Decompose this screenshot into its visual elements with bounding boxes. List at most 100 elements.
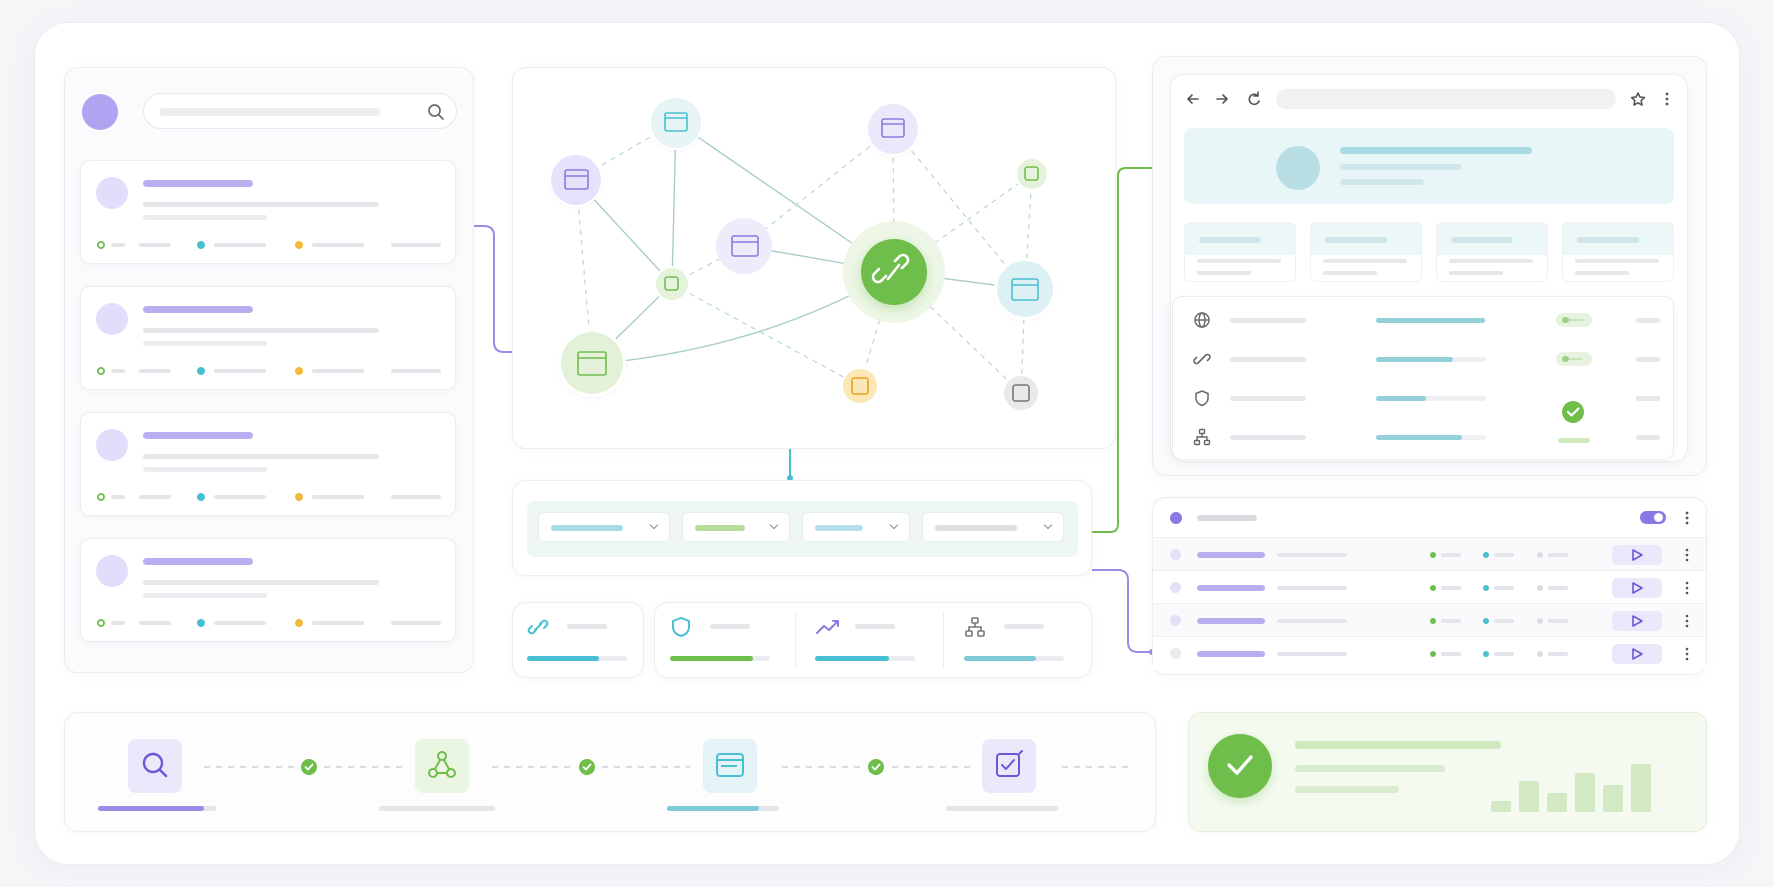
list-item[interactable]: [80, 538, 456, 642]
row-meta: [1548, 619, 1568, 623]
list-item-line: [143, 593, 267, 598]
search-icon[interactable]: [128, 739, 182, 793]
summary-panel: [1188, 712, 1707, 832]
table-row[interactable]: [1153, 570, 1706, 603]
card-title: [1577, 237, 1639, 243]
list-item-line: [143, 202, 379, 207]
success-badge: [1208, 734, 1272, 798]
node-bottom-left[interactable]: [561, 332, 623, 394]
status-dot: [1483, 585, 1489, 591]
more-icon[interactable]: [1685, 548, 1689, 567]
node-right[interactable]: [997, 261, 1053, 317]
metric-tile-link: [512, 602, 644, 678]
pipeline-panel: [64, 712, 1156, 832]
list-item[interactable]: [80, 286, 456, 390]
table-row[interactable]: [1153, 636, 1706, 669]
row-select[interactable]: [1170, 549, 1181, 560]
setting-meta: [1636, 318, 1660, 323]
toggle-switch[interactable]: [1556, 352, 1592, 366]
info-card[interactable]: [1310, 222, 1422, 282]
meta-line: [139, 369, 171, 373]
info-card[interactable]: [1436, 222, 1548, 282]
card-line: [1323, 259, 1407, 263]
row-select[interactable]: [1170, 615, 1181, 626]
node-right-top-small[interactable]: [1017, 159, 1047, 189]
summary-bar: [1491, 800, 1511, 812]
node-top-left[interactable]: [651, 98, 701, 148]
check-circle-icon: [1562, 401, 1584, 423]
play-button[interactable]: [1612, 611, 1662, 631]
row-subtitle: [1277, 652, 1347, 656]
meta-line: [139, 243, 171, 247]
info-card[interactable]: [1184, 222, 1296, 282]
globe-icon: [1193, 311, 1211, 334]
meta-line: [214, 621, 266, 625]
list-item[interactable]: [80, 412, 456, 516]
row-subtitle: [1277, 586, 1347, 590]
node-gray[interactable]: [1004, 376, 1038, 410]
meta-line: [111, 495, 125, 499]
card-line: [1197, 271, 1251, 275]
graph-icon[interactable]: [415, 739, 469, 793]
row-select[interactable]: [1170, 648, 1181, 659]
search-placeholder: [160, 108, 380, 116]
row-meta: [1494, 553, 1514, 557]
setting-progress: [1376, 396, 1426, 401]
info-card[interactable]: [1562, 222, 1674, 282]
play-button[interactable]: [1612, 545, 1662, 565]
shield-icon: [1193, 389, 1211, 412]
list-item[interactable]: [80, 160, 456, 264]
toggle-switch[interactable]: [1556, 313, 1592, 327]
node-top-center[interactable]: [868, 104, 918, 154]
play-button[interactable]: [1612, 644, 1662, 664]
more-icon[interactable]: [1685, 647, 1689, 666]
metric-progress: [527, 656, 599, 661]
node-left[interactable]: [551, 155, 601, 205]
filter-dropdown[interactable]: [682, 512, 790, 542]
more-icon[interactable]: [1685, 614, 1689, 633]
meta-line: [312, 495, 364, 499]
metric-group: [654, 602, 1092, 678]
browser-window-icon[interactable]: [703, 739, 757, 793]
list-item-line: [143, 328, 379, 333]
node-mid-left[interactable]: [716, 218, 772, 274]
row-select[interactable]: [1170, 582, 1181, 593]
more-icon[interactable]: [1685, 511, 1689, 525]
square-icon: [664, 276, 679, 291]
row-meta: [1548, 652, 1568, 656]
more-icon: [1665, 92, 1669, 106]
search-input[interactable]: [143, 93, 457, 129]
status-dot: [1537, 552, 1543, 558]
back-icon: [1187, 94, 1199, 104]
setting-meta: [1636, 435, 1660, 440]
filter-dropdown[interactable]: [538, 512, 670, 542]
row-subtitle: [1277, 553, 1347, 557]
setting-label: [1230, 318, 1306, 323]
more-icon[interactable]: [1685, 581, 1689, 600]
play-button[interactable]: [1612, 578, 1662, 598]
meta-line: [214, 243, 266, 247]
status-dot: [1483, 618, 1489, 624]
search-icon[interactable]: [427, 103, 445, 121]
filter-value: [551, 525, 623, 531]
checklist-icon[interactable]: [982, 739, 1036, 793]
toggle-switch[interactable]: [1640, 511, 1666, 524]
shield-icon: [670, 616, 692, 643]
filter-value: [935, 525, 1017, 531]
node-amber[interactable]: [843, 369, 877, 403]
table-row[interactable]: [1153, 603, 1706, 636]
filter-dropdown[interactable]: [922, 512, 1064, 542]
address-bar[interactable]: [1276, 89, 1616, 109]
meta-line: [214, 495, 266, 499]
table-row[interactable]: [1153, 537, 1706, 570]
list-item-title: [143, 180, 253, 187]
browser-window-icon: [564, 169, 589, 190]
status-dot: [1537, 618, 1543, 624]
node-small-green[interactable]: [656, 268, 688, 300]
meta-line: [391, 621, 441, 625]
square-icon: [851, 377, 869, 395]
filter-dropdown[interactable]: [802, 512, 910, 542]
metric-label: [567, 624, 607, 629]
avatar[interactable]: [82, 94, 118, 130]
